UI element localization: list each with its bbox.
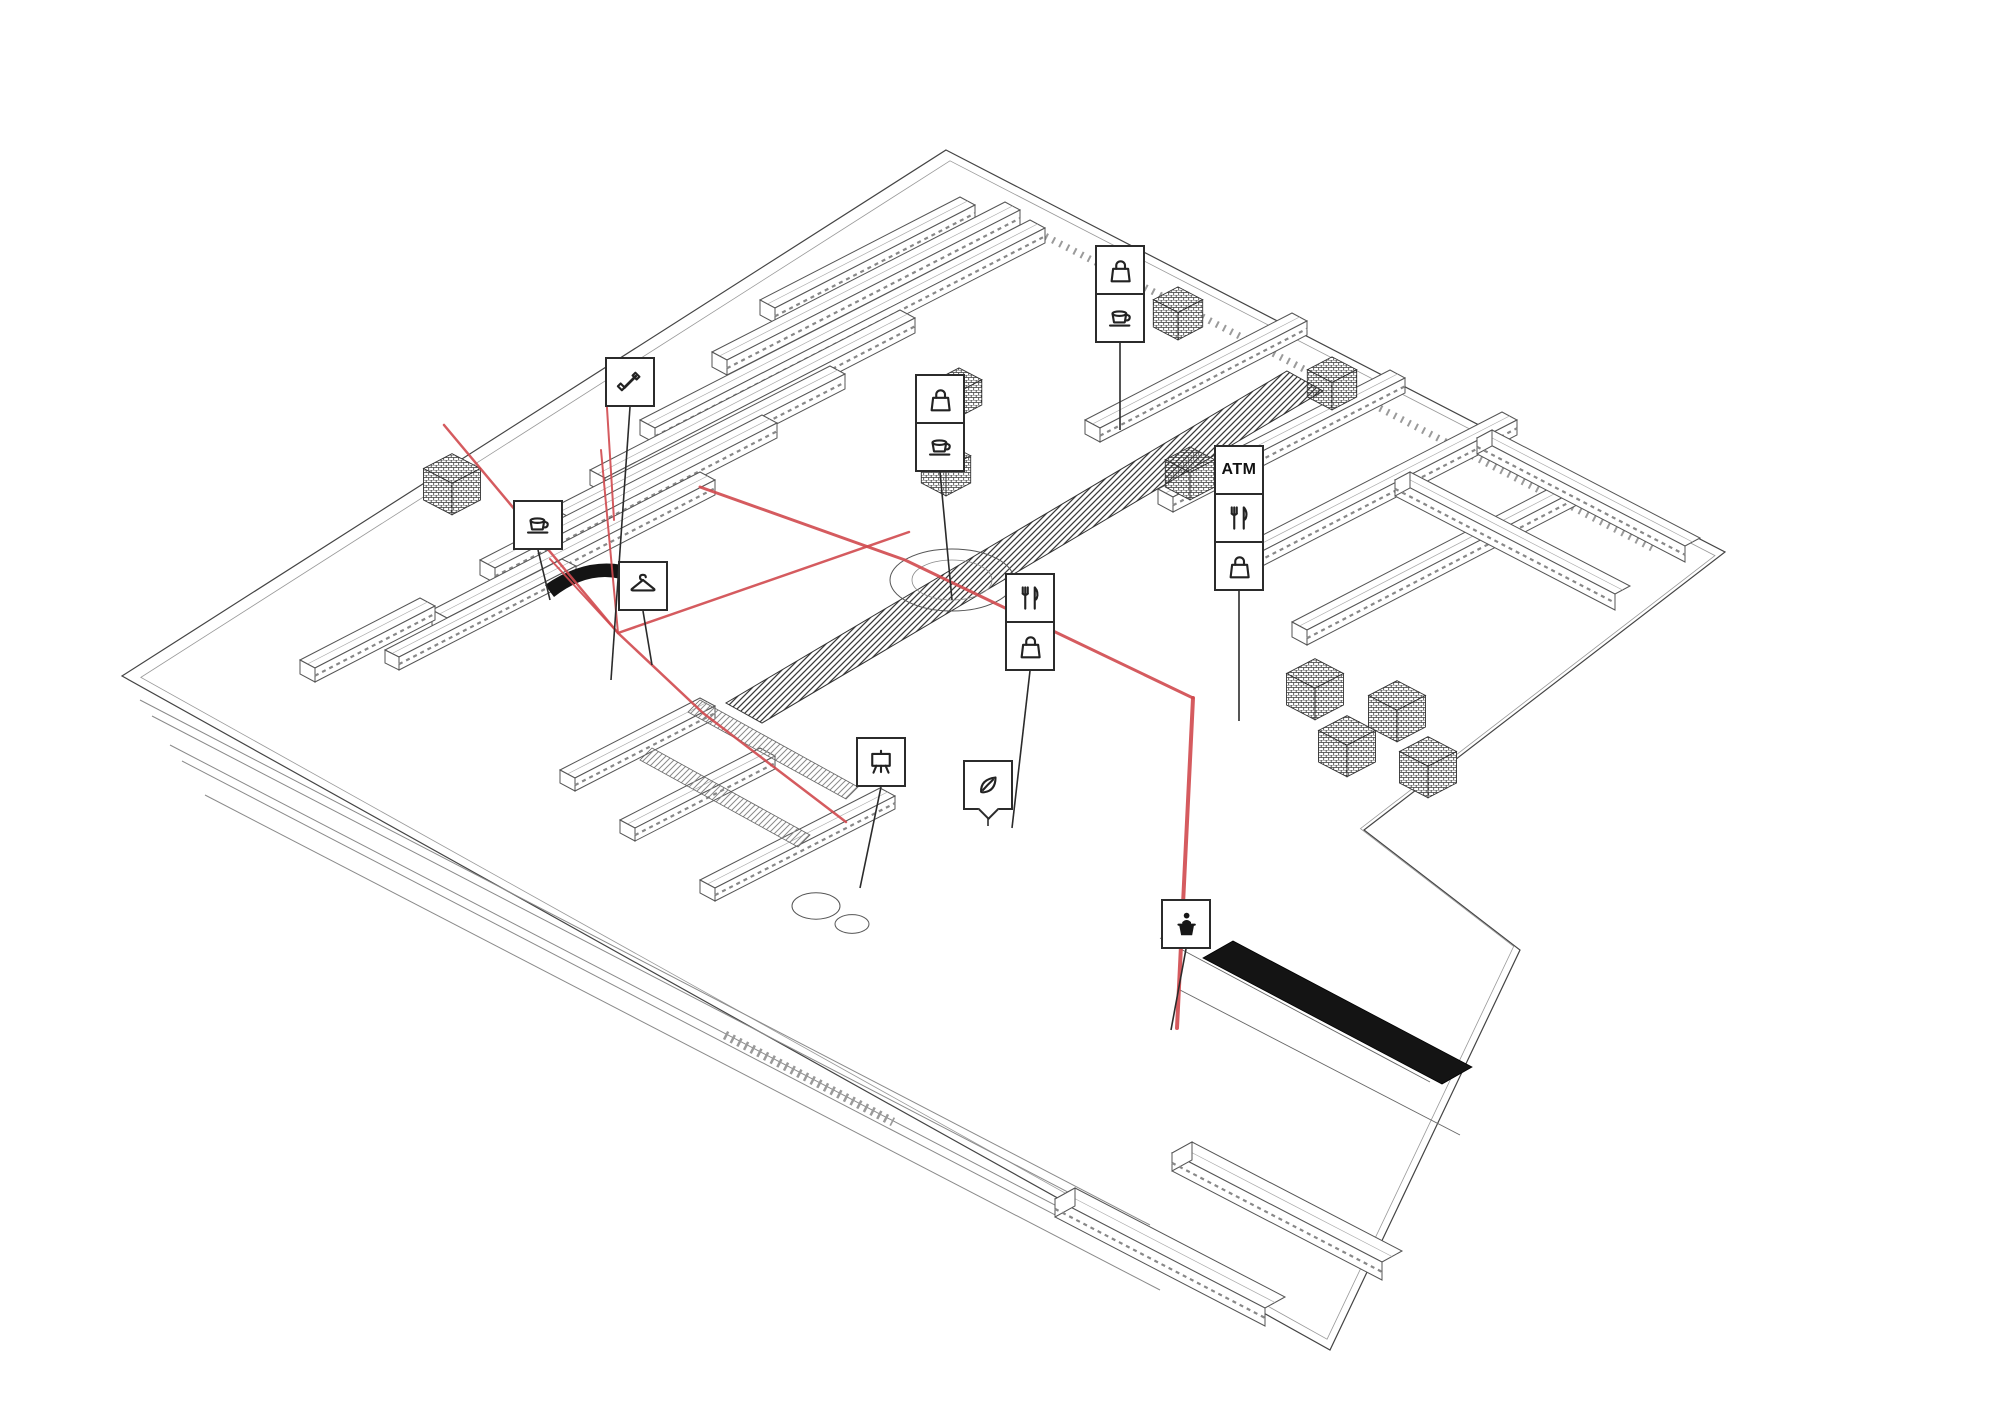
dark-roof-platform-line <box>1159 937 1431 1083</box>
textured-block <box>920 442 972 497</box>
building-shed <box>1475 429 1702 563</box>
service-band <box>151 715 1163 1242</box>
building-shed <box>638 219 1047 444</box>
service-band <box>139 699 1151 1226</box>
badge-leader-line <box>859 786 882 889</box>
textured-block <box>1306 356 1358 411</box>
textured-block <box>422 453 482 516</box>
badge-leader-line <box>939 471 953 601</box>
building-shed <box>558 697 717 792</box>
textured-block <box>935 367 983 418</box>
stepped-plaza <box>687 699 859 800</box>
service-band <box>204 794 1161 1291</box>
building-shed <box>383 558 578 671</box>
building-shed <box>758 196 977 324</box>
promenade-walkway <box>724 370 1325 724</box>
badge-leader-line <box>1170 948 1187 1031</box>
site-boundary-inner <box>140 160 1716 1340</box>
textured-block <box>1398 736 1458 799</box>
building-shed <box>1083 312 1309 443</box>
circulation-line <box>698 485 1195 700</box>
circulation-line <box>549 558 619 634</box>
badge-leader-line <box>642 610 653 666</box>
building-shed <box>1393 471 1632 611</box>
textured-block <box>1317 715 1377 778</box>
railway-ticks <box>722 1031 896 1126</box>
textured-block <box>1285 658 1345 721</box>
circulation-line <box>616 631 848 824</box>
circulation-line <box>1175 696 1195 1030</box>
circulation-line <box>600 449 619 634</box>
building-shed <box>1170 1141 1404 1281</box>
site-boundary <box>120 149 1727 1351</box>
dark-roof-platform-line <box>1179 989 1461 1136</box>
badge-leader-line <box>610 406 631 681</box>
building-shed <box>298 597 437 683</box>
storage-tank <box>791 892 841 920</box>
service-band <box>181 760 1193 1287</box>
badge-leader-line <box>1011 670 1031 829</box>
circulation-line <box>616 530 911 635</box>
dark-roof-building <box>1202 940 1473 1085</box>
circulation-line <box>605 391 615 521</box>
textured-block <box>1152 286 1204 341</box>
stepped-plaza <box>639 747 811 848</box>
storage-tank <box>834 914 870 934</box>
badge-leader-line <box>537 549 551 601</box>
textured-block <box>1367 680 1427 743</box>
service-band <box>169 744 1181 1271</box>
building-shed <box>1053 1187 1287 1327</box>
